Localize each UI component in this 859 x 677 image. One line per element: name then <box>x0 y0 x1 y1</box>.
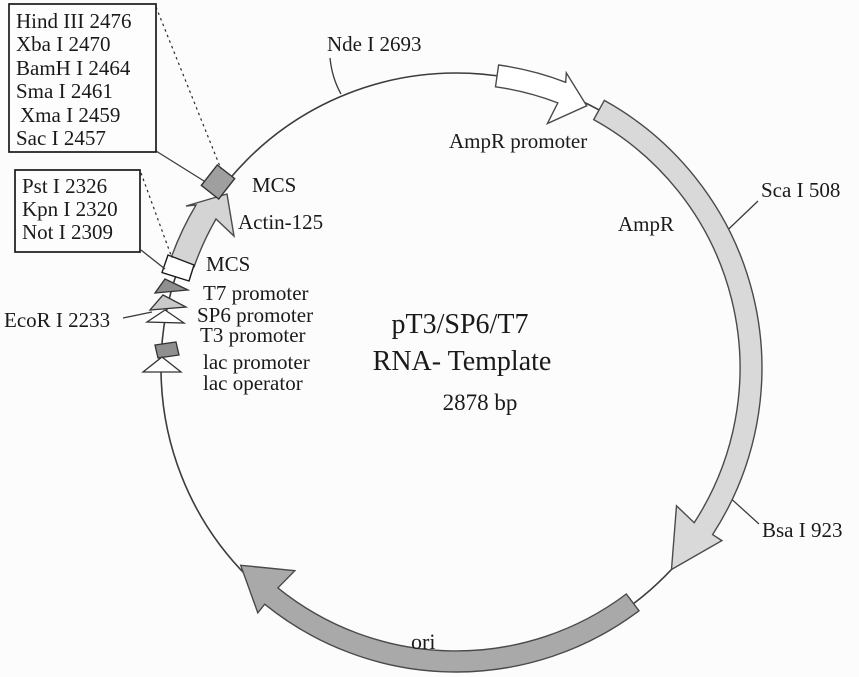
enzyme-site-label: Not I 2309 <box>22 220 113 244</box>
lac-operator-label: lac operator <box>203 371 303 395</box>
bsa-site-label: Bsa I 923 <box>762 518 843 542</box>
t3-promoter-label: T3 promoter <box>200 323 306 347</box>
bsa-tick-line <box>731 499 760 525</box>
enzyme-site-label: Xba I 2470 <box>16 32 110 56</box>
enzyme-site-label: Pst I 2326 <box>22 174 107 198</box>
t7-promoter-label: T7 promoter <box>203 281 309 305</box>
plasmid-name-line1: pT3/SP6/T7 <box>392 309 529 340</box>
lac-promoter-marker <box>154 341 180 359</box>
ampr-label: AmpR <box>618 212 674 236</box>
ori-arc-arrow <box>239 564 640 673</box>
actin-125-label: Actin-125 <box>238 210 323 234</box>
lac-operator-marker <box>141 356 183 373</box>
sca-site-label: Sca I 508 <box>761 178 840 202</box>
enzyme-site-label: Sma I 2461 <box>16 79 113 103</box>
nde-tick-line <box>329 57 342 95</box>
mcs-lower-enzyme-box <box>14 169 141 253</box>
enzyme-site-label: BamH I 2464 <box>16 56 131 80</box>
ampr-promoter-label: AmpR promoter <box>449 129 587 153</box>
mcs-upper-marker <box>200 164 236 200</box>
t3-promoter-marker <box>144 309 187 324</box>
ampr-promoter-arrow <box>494 64 588 125</box>
mcs-upper-label: MCS <box>252 173 296 197</box>
ampr-gene-arc-arrow <box>592 99 763 571</box>
ori-label: ori <box>411 629 435 654</box>
plasmid-size-label: 2878 bp <box>443 390 518 415</box>
mcs-upper-enzyme-box <box>8 3 157 153</box>
enzyme-site-label: Kpn I 2320 <box>22 197 118 221</box>
lac-promoter-label: lac promoter <box>203 350 310 374</box>
t7-promoter-marker <box>153 278 191 294</box>
ecor-tick-line <box>122 311 153 319</box>
mcs-upper-box-leader-solid <box>155 150 205 182</box>
nde-site-label: Nde I 2693 <box>327 32 421 56</box>
mcs-upper-box-leader-dashed <box>155 6 222 170</box>
sca-tick-line <box>728 200 759 230</box>
enzyme-site-label: Hind III 2476 <box>16 9 131 33</box>
mcs-lower-label: MCS <box>206 252 250 276</box>
sp6-promoter-label: SP6 promoter <box>197 303 313 327</box>
enzyme-site-label: Xma I 2459 <box>20 103 120 127</box>
sp6-promoter-marker <box>148 294 189 311</box>
mcs-lower-marker <box>161 254 195 282</box>
actin-125-arrow <box>170 193 236 268</box>
ecor-site-label: EcoR I 2233 <box>4 308 110 332</box>
enzyme-site-label: Sac I 2457 <box>16 126 106 150</box>
mcs-lower-box-leader-solid <box>140 249 166 270</box>
plasmid-name-line2: RNA- Template <box>373 346 552 377</box>
